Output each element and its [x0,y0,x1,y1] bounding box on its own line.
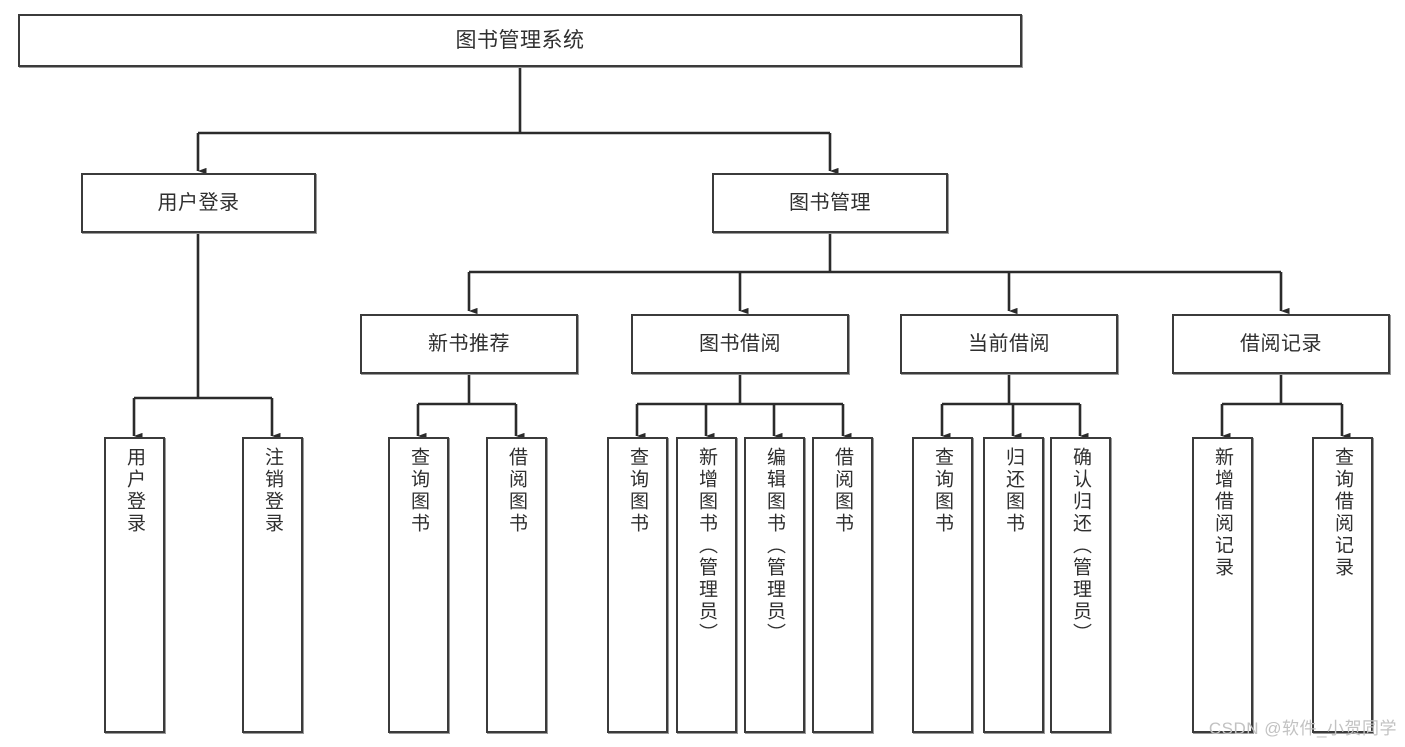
node-label: 借阅记录 [1240,333,1322,355]
node-book-management[interactable]: 图书管理 [712,173,948,233]
leaf-book-borrow-edit-book-admin[interactable]: 编辑图书（管理员） [744,437,805,733]
node-label: 图书管理系统 [455,28,585,52]
node-label: 编辑图书（管理员） [764,447,785,645]
leaf-current-borrow-confirm-return-admin[interactable]: 确认归还（管理员） [1050,437,1111,733]
leaf-book-borrow-query-book[interactable]: 查询图书 [607,437,668,733]
leaf-new-book-borrow-book[interactable]: 借阅图书 [486,437,547,733]
leaf-borrow-record-add-record[interactable]: 新增借阅记录 [1192,437,1253,733]
node-label: 图书借阅 [699,333,781,355]
node-label: 用户登录 [124,447,145,535]
leaf-current-borrow-return-book[interactable]: 归还图书 [983,437,1044,733]
csdn-watermark: CSDN @软件_小贺同学 [1208,719,1397,738]
node-label: 图书管理 [789,192,871,214]
leaf-borrow-record-query-record[interactable]: 查询借阅记录 [1312,437,1373,733]
leaf-new-book-query-book[interactable]: 查询图书 [388,437,449,733]
node-current-borrowing[interactable]: 当前借阅 [900,314,1118,374]
leaf-book-borrow-add-book-admin[interactable]: 新增图书（管理员） [676,437,737,733]
node-label: 确认归还（管理员） [1070,447,1091,645]
node-label: 查询图书 [627,447,648,535]
node-label: 新增图书（管理员） [696,447,717,645]
node-book-borrowing[interactable]: 图书借阅 [631,314,849,374]
node-label: 新书推荐 [428,333,510,355]
node-label: 归还图书 [1003,447,1024,535]
node-label: 当前借阅 [968,333,1050,355]
leaf-current-borrow-query-book[interactable]: 查询图书 [912,437,973,733]
node-user-login[interactable]: 用户登录 [81,173,316,233]
node-label: 借阅图书 [832,447,853,535]
node-new-book-recommendation[interactable]: 新书推荐 [360,314,578,374]
node-label: 借阅图书 [506,447,527,535]
leaf-user-login-login[interactable]: 用户登录 [104,437,165,733]
node-label: 用户登录 [157,192,240,214]
node-label: 查询借阅记录 [1332,447,1353,579]
node-label: 查询图书 [932,447,953,535]
node-label: 注销登录 [262,447,283,535]
leaf-book-borrow-borrow-book[interactable]: 借阅图书 [812,437,873,733]
leaf-user-login-logout[interactable]: 注销登录 [242,437,303,733]
node-label: 新增借阅记录 [1212,447,1233,579]
node-label: 查询图书 [408,447,429,535]
node-root-library-management-system[interactable]: 图书管理系统 [18,14,1022,67]
node-borrowing-record[interactable]: 借阅记录 [1172,314,1390,374]
